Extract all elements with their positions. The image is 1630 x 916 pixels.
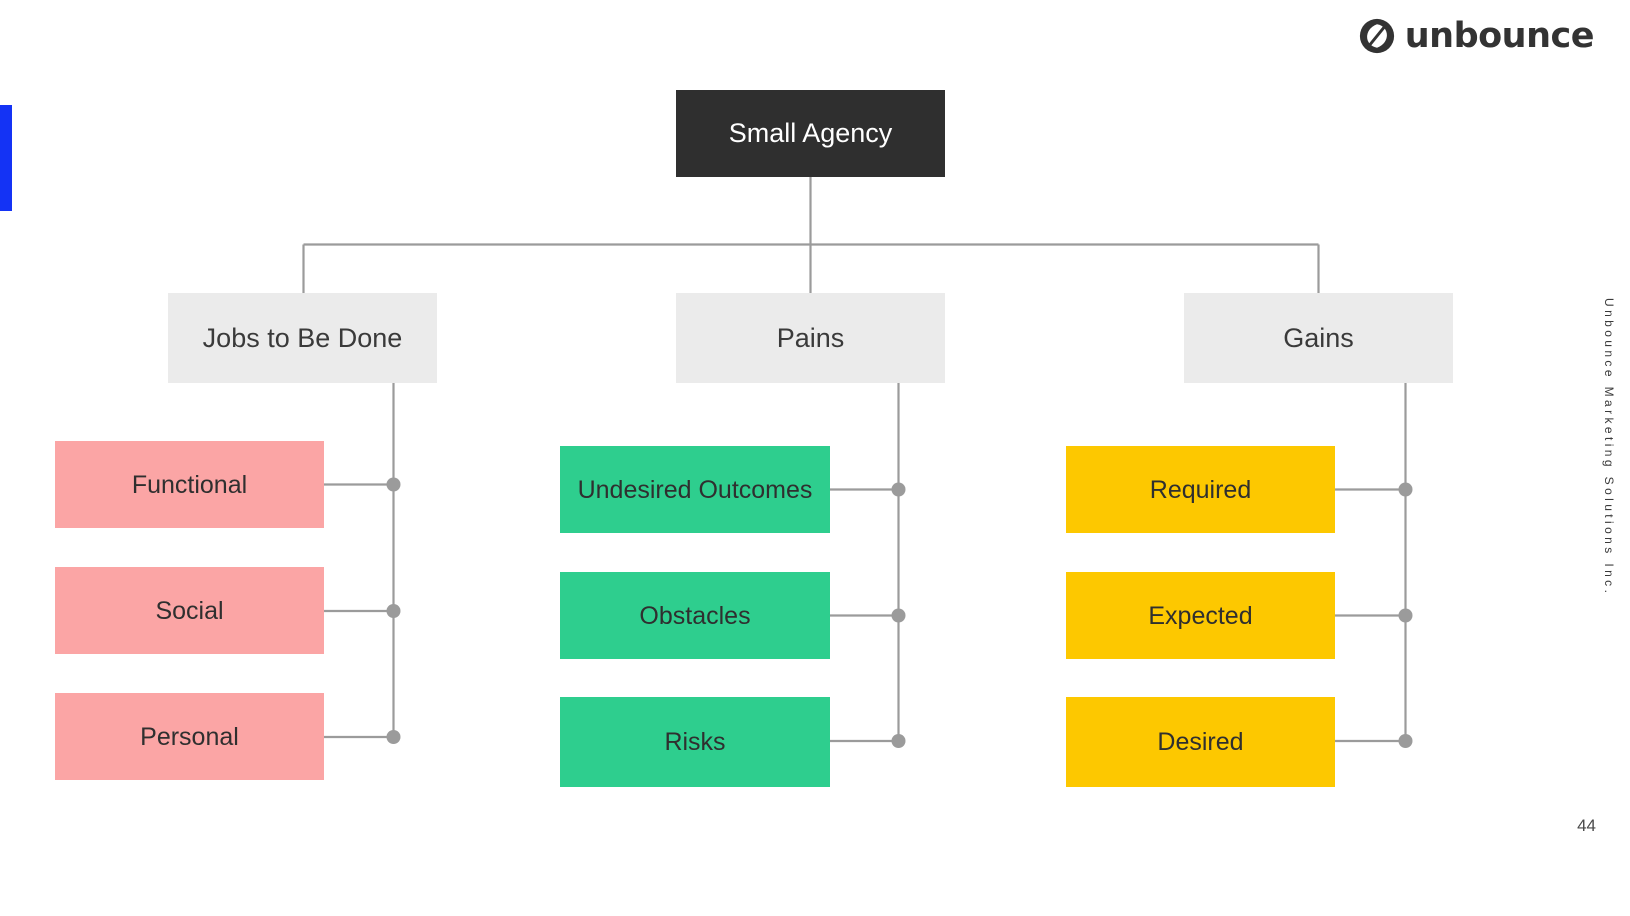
- unbounce-circle-icon: [1359, 18, 1395, 54]
- node-category-gains[interactable]: Gains: [1184, 293, 1453, 383]
- node-leaf-label: Undesired Outcomes: [577, 475, 813, 504]
- node-leaf-label: Social: [155, 596, 224, 625]
- node-leaf-label: Functional: [131, 470, 248, 499]
- node-leaf-label: Obstacles: [639, 601, 751, 630]
- node-leaf-undesired-outcomes[interactable]: Undesired Outcomes: [560, 446, 830, 533]
- node-leaf-label: Personal: [140, 722, 239, 751]
- node-leaf-obstacles[interactable]: Obstacles: [560, 572, 830, 659]
- brand-wordmark: unbounce: [1404, 15, 1595, 56]
- brand-logo: unbounce: [1359, 15, 1595, 56]
- node-leaf-risks[interactable]: Risks: [560, 697, 830, 787]
- node-root-small-agency[interactable]: Small Agency: [676, 90, 945, 177]
- node-leaf-functional[interactable]: Functional: [55, 441, 324, 528]
- node-category-label: Jobs to Be Done: [202, 322, 403, 353]
- node-leaf-desired[interactable]: Desired: [1066, 697, 1335, 787]
- node-root-label: Small Agency: [728, 118, 893, 149]
- page-number: 44: [1577, 816, 1596, 835]
- node-leaf-personal[interactable]: Personal: [55, 693, 324, 780]
- accent-bar: [0, 105, 12, 211]
- node-leaf-label: Required: [1149, 475, 1252, 504]
- node-category-pains[interactable]: Pains: [676, 293, 945, 383]
- node-category-label: Gains: [1283, 322, 1354, 353]
- vertical-credit-text: Unbounce Marketing Solutions Inc.: [1602, 298, 1616, 597]
- node-leaf-expected[interactable]: Expected: [1066, 572, 1335, 659]
- node-category-label: Pains: [776, 322, 845, 353]
- node-leaf-required[interactable]: Required: [1066, 446, 1335, 533]
- node-category-jobs-to-be-done[interactable]: Jobs to Be Done: [168, 293, 437, 383]
- node-leaf-label: Risks: [664, 728, 726, 756]
- node-leaf-label: Expected: [1148, 601, 1253, 630]
- node-leaf-label: Desired: [1157, 728, 1244, 756]
- node-leaf-social[interactable]: Social: [55, 567, 324, 654]
